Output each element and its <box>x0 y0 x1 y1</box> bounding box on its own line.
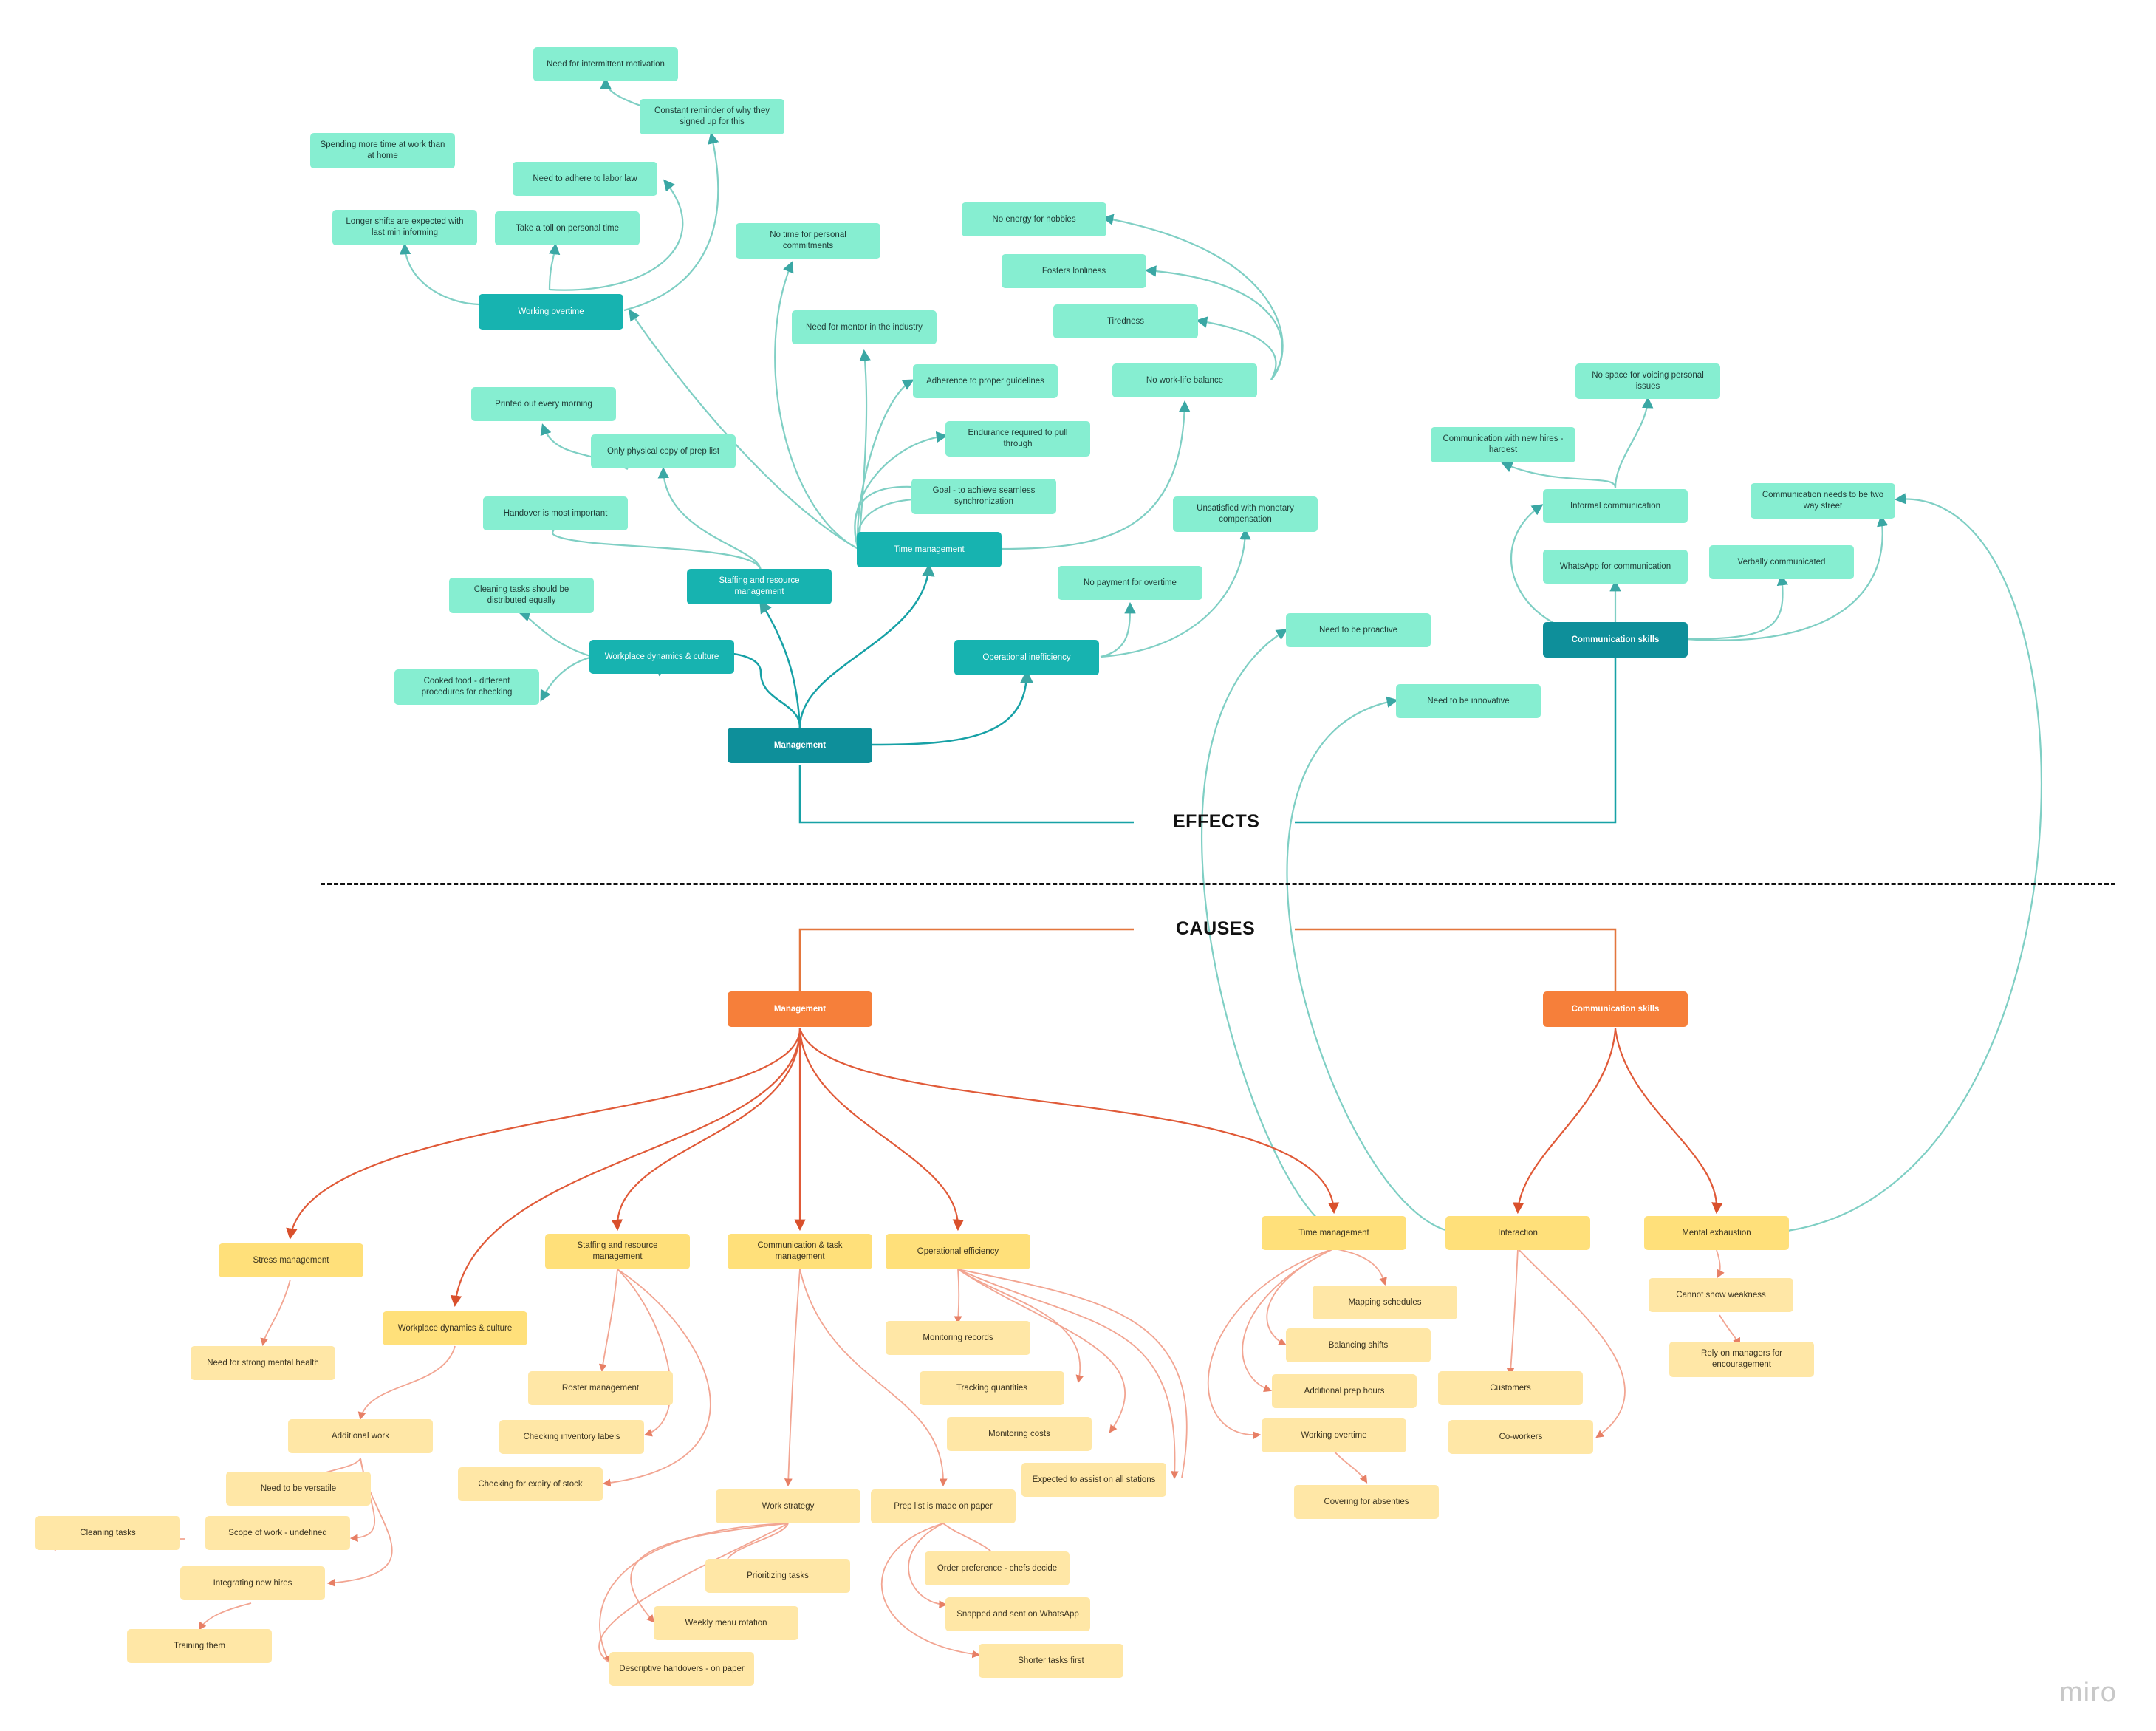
effect-no-balance[interactable]: No work-life balance <box>1112 363 1257 397</box>
cause-staffing[interactable]: Staffing and resource management <box>545 1234 690 1269</box>
causes-root-communication-skills[interactable]: Communication skills <box>1543 991 1688 1027</box>
cause-additional-prep[interactable]: Additional prep hours <box>1272 1374 1417 1408</box>
cause-operational[interactable]: Operational efficiency <box>886 1234 1030 1269</box>
cause-cleaning-tasks[interactable]: Cleaning tasks <box>35 1516 180 1550</box>
cause-training[interactable]: Training them <box>127 1629 272 1663</box>
effect-toll-personal[interactable]: Take a toll on personal time <box>495 211 640 245</box>
cause-cannot-show[interactable]: Cannot show weakness <box>1649 1278 1793 1312</box>
cause-prioritizing[interactable]: Prioritizing tasks <box>705 1559 850 1593</box>
cause-stress[interactable]: Stress management <box>219 1243 363 1277</box>
cause-monitoring-records[interactable]: Monitoring records <box>886 1321 1030 1355</box>
effect-whatsapp[interactable]: WhatsApp for communication <box>1543 550 1688 584</box>
effect-adherence[interactable]: Adherence to proper guidelines <box>913 364 1058 398</box>
cause-coworkers[interactable]: Co-workers <box>1448 1420 1593 1454</box>
causes-label: CAUSES <box>1176 918 1256 939</box>
effects-connectors <box>399 77 2042 1232</box>
cause-balancing-shifts[interactable]: Balancing shifts <box>1286 1328 1431 1362</box>
cause-scope-undefined[interactable]: Scope of work - undefined <box>205 1516 350 1550</box>
causes-detail-connectors <box>54 1248 1740 1664</box>
effect-no-time-personal[interactable]: No time for personal commitments <box>736 223 880 259</box>
effects-root-management[interactable]: Management <box>728 728 872 763</box>
cause-integrating[interactable]: Integrating new hires <box>180 1566 325 1600</box>
effect-constant-reminder[interactable]: Constant reminder of why they signed up … <box>640 99 784 134</box>
section-divider <box>321 883 2115 885</box>
cause-time-management[interactable]: Time management <box>1262 1216 1406 1250</box>
effect-handover[interactable]: Handover is most important <box>483 496 628 530</box>
effect-intermittent-motivation[interactable]: Need for intermittent motivation <box>533 47 678 81</box>
effect-informal[interactable]: Informal communication <box>1543 489 1688 523</box>
cause-prep-paper[interactable]: Prep list is made on paper <box>871 1489 1016 1523</box>
cause-snapped[interactable]: Snapped and sent on WhatsApp <box>945 1597 1090 1631</box>
effect-operational[interactable]: Operational inefficiency <box>954 640 1099 675</box>
effect-no-energy[interactable]: No energy for hobbies <box>962 202 1106 236</box>
effect-verbally[interactable]: Verbally communicated <box>1709 545 1854 579</box>
cause-shorter-tasks[interactable]: Shorter tasks first <box>979 1644 1123 1678</box>
effect-staffing[interactable]: Staffing and resource management <box>687 569 832 604</box>
effect-cooked-food[interactable]: Cooked food - different procedures for c… <box>394 669 539 705</box>
causes-root-management[interactable]: Management <box>728 991 872 1027</box>
effect-mentor[interactable]: Need for mentor in the industry <box>792 310 937 344</box>
effect-printed-morning[interactable]: Printed out every morning <box>471 387 616 421</box>
effect-endurance[interactable]: Endurance required to pull through <box>945 421 1090 457</box>
cause-assist-stations[interactable]: Expected to assist on all stations <box>1021 1463 1166 1497</box>
effect-working-overtime[interactable]: Working overtime <box>479 294 623 330</box>
cause-rely-managers[interactable]: Rely on managers for encouragement <box>1669 1342 1814 1377</box>
cause-descriptive[interactable]: Descriptive handovers - on paper <box>609 1652 754 1686</box>
effect-two-way[interactable]: Communication needs to be two way street <box>1751 483 1895 519</box>
cause-covering[interactable]: Covering for absenties <box>1294 1485 1439 1519</box>
effect-unsatisfied[interactable]: Unsatisfied with monetary compensation <box>1173 496 1318 532</box>
cause-menu-rotation[interactable]: Weekly menu rotation <box>654 1606 798 1640</box>
cause-mapping-schedules[interactable]: Mapping schedules <box>1313 1286 1457 1319</box>
miro-logo: miro <box>2059 1677 2117 1708</box>
cause-working-overtime[interactable]: Working overtime <box>1262 1418 1406 1452</box>
effects-label: EFFECTS <box>1173 811 1260 832</box>
effect-innovative[interactable]: Need to be innovative <box>1396 684 1541 718</box>
cause-order-pref[interactable]: Order preference - chefs decide <box>925 1551 1070 1585</box>
cause-mental-health[interactable]: Need for strong mental health <box>191 1346 335 1380</box>
effect-physical-copy[interactable]: Only physical copy of prep list <box>591 434 736 468</box>
cause-monitoring-costs[interactable]: Monitoring costs <box>947 1417 1092 1451</box>
cause-customers[interactable]: Customers <box>1438 1371 1583 1405</box>
effect-no-space[interactable]: No space for voicing personal issues <box>1575 363 1720 399</box>
cause-inventory[interactable]: Checking inventory labels <box>499 1420 644 1454</box>
effect-proactive[interactable]: Need to be proactive <box>1286 613 1431 647</box>
cause-tracking[interactable]: Tracking quantities <box>920 1371 1064 1405</box>
cause-workplace[interactable]: Workplace dynamics & culture <box>383 1311 527 1345</box>
cause-roster[interactable]: Roster management <box>528 1371 673 1405</box>
effect-cleaning-equal[interactable]: Cleaning tasks should be distributed equ… <box>449 578 594 613</box>
cause-interaction[interactable]: Interaction <box>1445 1216 1590 1250</box>
effect-new-hires[interactable]: Communication with new hires - hardest <box>1431 427 1575 462</box>
cause-mental-exhaustion[interactable]: Mental exhaustion <box>1644 1216 1789 1250</box>
effect-tiredness[interactable]: Tiredness <box>1053 304 1198 338</box>
cause-expiry[interactable]: Checking for expiry of stock <box>458 1467 603 1501</box>
effect-no-payment[interactable]: No payment for overtime <box>1058 566 1202 600</box>
effect-workplace[interactable]: Workplace dynamics & culture <box>589 640 734 674</box>
causes-connectors <box>286 928 1723 1308</box>
effect-longer-shifts[interactable]: Longer shifts are expected with last min… <box>332 210 477 245</box>
cause-additional-work[interactable]: Additional work <box>288 1419 433 1453</box>
effect-time-management[interactable]: Time management <box>857 532 1002 567</box>
effect-goal-sync[interactable]: Goal - to achieve seamless synchronizati… <box>911 479 1056 514</box>
cause-work-strategy[interactable]: Work strategy <box>716 1489 860 1523</box>
cause-versatile[interactable]: Need to be versatile <box>226 1472 371 1506</box>
effects-root-communication-skills[interactable]: Communication skills <box>1543 622 1688 658</box>
cause-comm-task[interactable]: Communication & task management <box>728 1234 872 1269</box>
effect-spending-time[interactable]: Spending more time at work than at home <box>310 133 455 168</box>
effect-loneliness[interactable]: Fosters lonliness <box>1002 254 1146 288</box>
effect-labor-law[interactable]: Need to adhere to labor law <box>513 162 657 196</box>
